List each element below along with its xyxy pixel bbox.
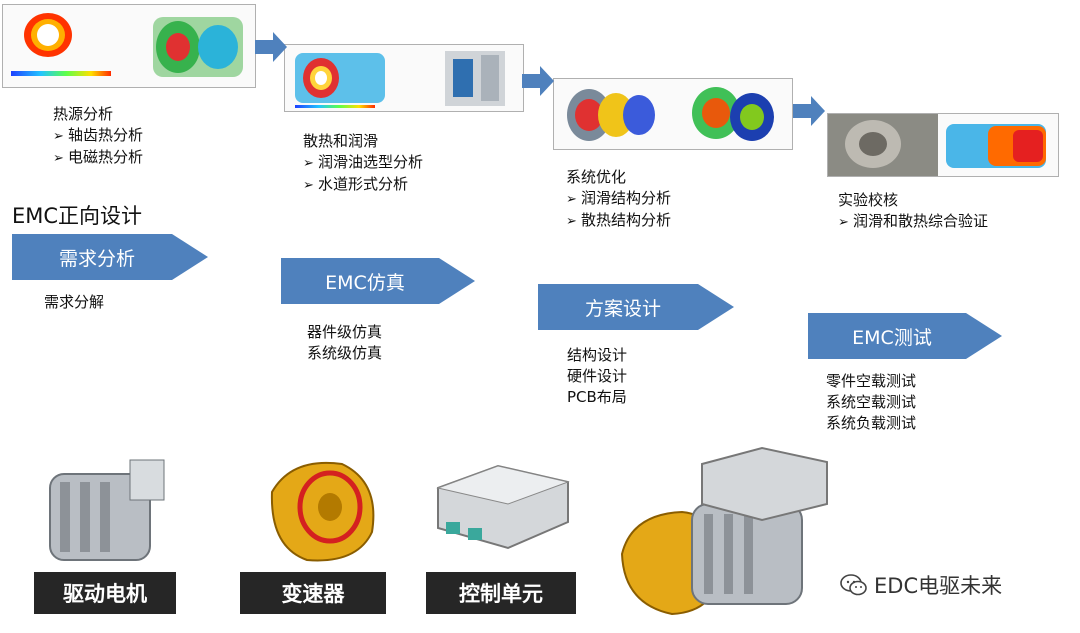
emc-step-items: 需求分解 — [44, 292, 104, 313]
controller-image — [436, 464, 570, 550]
emc-step-items: 器件级仿真 系统级仿真 — [307, 322, 382, 364]
component-label-motor: 驱动电机 — [34, 572, 176, 614]
component-label-controller: 控制单元 — [426, 572, 576, 614]
stage-title: 系统优化 — [566, 168, 627, 186]
emc-step-items: 零件空载测试 系统空载测试 系统负载测试 — [826, 371, 916, 434]
gearbox-image — [270, 461, 375, 562]
wechat-icon — [840, 574, 867, 596]
stage-bullet: 润滑油选型分析 — [303, 152, 423, 174]
stage-bullet: 散热结构分析 — [566, 210, 671, 232]
emc-item: 系统负载测试 — [826, 414, 917, 432]
component-label-gearbox: 变速器 — [240, 572, 386, 614]
emc-item: 器件级仿真 — [307, 323, 383, 341]
stage-title: 散热和润滑 — [303, 132, 379, 150]
chevron-label: 需求分析 — [58, 247, 135, 270]
stage-system-opt: 系统优化 润滑结构分析 散热结构分析 — [566, 167, 671, 232]
motor-image — [49, 459, 165, 561]
chevron-label: 方案设计 — [584, 297, 661, 320]
stage-title: 实验校核 — [838, 191, 899, 209]
stage-bullet: 润滑结构分析 — [566, 188, 671, 210]
chevron-emc-test: EMC测试 — [808, 313, 1002, 359]
chevron-emc-sim: EMC仿真 — [281, 258, 475, 304]
watermark: EDC电驱未来 — [840, 570, 1002, 600]
emc-item: 系统空载测试 — [826, 393, 917, 411]
heat-source-sim-image — [2, 4, 256, 88]
system-opt-sim-image — [553, 78, 793, 150]
stage-cooling: 散热和润滑 润滑油选型分析 水道形式分析 — [303, 131, 423, 196]
flow-arrow-icon — [793, 96, 825, 126]
emc-step-items: 结构设计 硬件设计 PCB布局 — [567, 345, 627, 408]
stage-experiment: 实验校核 润滑和散热综合验证 — [838, 190, 988, 233]
stage-bullet: 润滑和散热综合验证 — [838, 211, 988, 233]
cooling-sim-image — [284, 44, 524, 112]
emc-heading: EMC正向设计 — [12, 204, 143, 228]
emc-item: 需求分解 — [44, 293, 105, 311]
chevron-label: EMC仿真 — [325, 271, 405, 294]
watermark-text: EDC电驱未来 — [874, 574, 1003, 598]
chevron-solution-design: 方案设计 — [538, 284, 734, 330]
emc-item: 零件空载测试 — [826, 372, 917, 390]
stage-bullet: 轴齿热分析 — [53, 125, 143, 147]
stage-bullet: 水道形式分析 — [303, 174, 423, 196]
assembly-image — [620, 446, 828, 616]
stage-heat-source: 热源分析 轴齿热分析 电磁热分析 — [53, 104, 143, 169]
stage-title: 热源分析 — [53, 105, 114, 123]
experiment-image — [827, 113, 1059, 177]
stage-bullet: 电磁热分析 — [53, 147, 143, 169]
flow-arrow-icon — [522, 66, 554, 96]
emc-item: 系统级仿真 — [307, 344, 383, 362]
flow-arrow-icon — [255, 32, 287, 62]
emc-item: 结构设计 — [567, 346, 628, 364]
emc-item: PCB布局 — [567, 388, 627, 406]
emc-item: 硬件设计 — [567, 367, 628, 385]
chevron-label: EMC测试 — [852, 326, 932, 349]
chevron-requirements: 需求分析 — [12, 234, 208, 280]
